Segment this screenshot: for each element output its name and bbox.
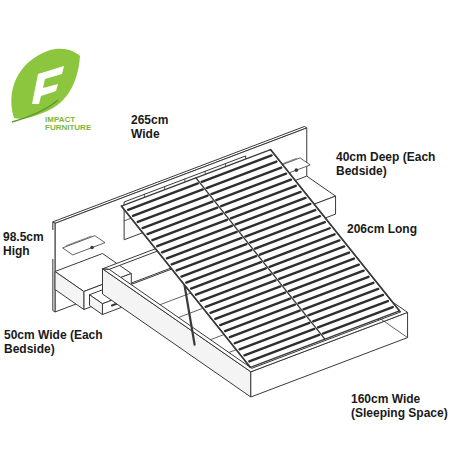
- dimension-label: 40cm Deep (Each Bedside): [335, 150, 437, 179]
- dimension-label: 206cm Long: [346, 222, 418, 236]
- bed-slat: [241, 204, 311, 230]
- bed-slat: [279, 253, 349, 279]
- brand-logo: [11, 49, 80, 122]
- centre-rail: [196, 178, 325, 339]
- bed-slat: [249, 335, 319, 361]
- dimension-label: 265cm Wide: [130, 113, 180, 142]
- bed-slat: [133, 189, 203, 215]
- bed-slat: [231, 192, 301, 218]
- bed-slat: [270, 240, 340, 266]
- bed-slat: [304, 283, 374, 309]
- slat-frame: [121, 150, 399, 368]
- bedside-left: [55, 272, 84, 310]
- bed-slat: [308, 289, 378, 315]
- bed-slat: [294, 271, 364, 297]
- bed-slat: [207, 162, 277, 188]
- bed-slat: [299, 277, 369, 303]
- light-switch: [90, 246, 94, 250]
- bed-slat: [147, 208, 217, 234]
- brand-name: IMPACT FURNITURE: [44, 116, 106, 133]
- bed-slat: [245, 210, 315, 236]
- bed-slat: [216, 174, 286, 200]
- bed-slat: [191, 262, 261, 288]
- bed-slat: [221, 180, 291, 206]
- bed-slat: [236, 198, 306, 224]
- bed-slat: [167, 232, 237, 258]
- bed-slat: [255, 222, 325, 248]
- bed-slat: [323, 307, 393, 333]
- bed-slat: [196, 268, 266, 294]
- bed-slat: [143, 202, 213, 228]
- dimension-label: 98.5cm High: [2, 230, 54, 259]
- glass-shelf: [66, 236, 91, 245]
- bed-slat: [206, 280, 276, 306]
- bed-slat: [289, 265, 359, 291]
- glass-shelf: [63, 236, 105, 255]
- dimension-label: 50cm Wide (Each Bedside): [3, 328, 105, 357]
- bed-slat: [274, 246, 344, 272]
- bedside-drawer: [90, 295, 103, 315]
- bed-slat: [230, 311, 300, 337]
- bed-slat: [265, 234, 335, 260]
- bed-slat: [313, 295, 383, 321]
- bed-slat: [318, 301, 388, 327]
- bed-slat: [250, 216, 320, 242]
- bed-slat: [186, 256, 256, 282]
- bed-slat: [225, 305, 295, 331]
- bed-slat: [172, 238, 242, 264]
- bed-slat: [220, 299, 290, 325]
- bed-slat: [181, 250, 251, 276]
- dimension-label: 160cm Wide (Sleeping Space): [350, 392, 466, 421]
- bed-slat: [284, 259, 354, 285]
- bed-slat: [211, 168, 281, 194]
- side-rail: [121, 206, 250, 367]
- bed-slat: [226, 186, 296, 212]
- bed-slat: [260, 228, 330, 254]
- bed-slat: [152, 214, 222, 240]
- bed-slat: [128, 183, 198, 209]
- bed-slat: [162, 226, 232, 252]
- bed-slat: [138, 196, 208, 222]
- light-switch: [295, 168, 299, 172]
- logo-mark: [32, 66, 64, 104]
- bed-slat: [202, 155, 272, 181]
- bed-slat: [240, 323, 310, 349]
- bed-slat: [211, 286, 281, 312]
- bed-slat: [215, 293, 285, 319]
- bed-slat: [244, 329, 314, 355]
- bed-slat: [177, 244, 247, 270]
- bed-slat: [201, 274, 271, 300]
- bed-slat: [235, 317, 305, 343]
- bed-slat: [157, 220, 227, 246]
